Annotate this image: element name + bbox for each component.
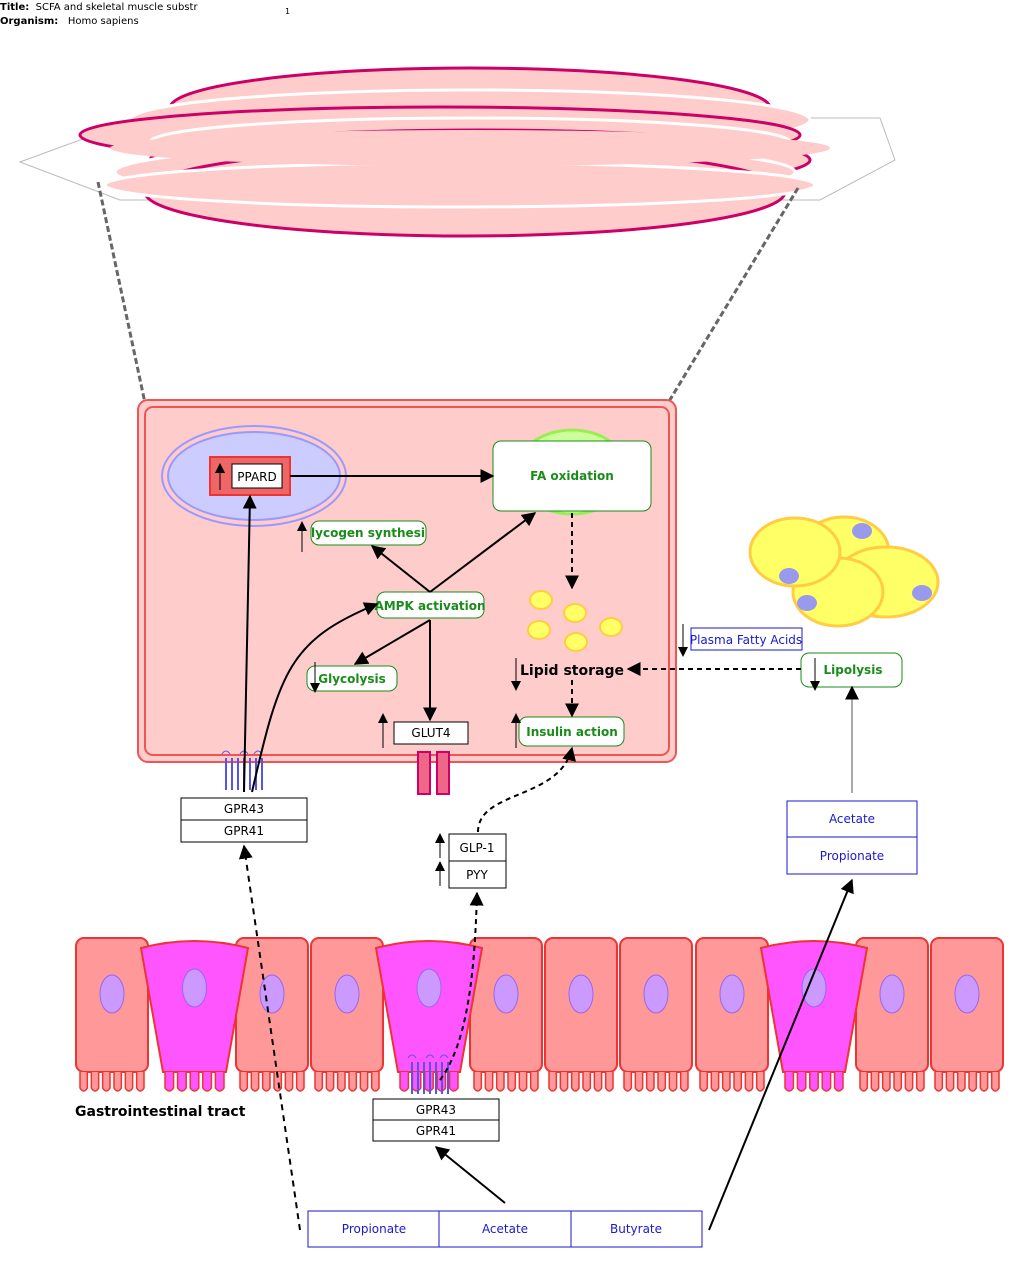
fa-oxidation-label: FA oxidation: [530, 469, 614, 483]
glycolysis-label: Glycolysis: [318, 672, 385, 686]
lipid-storage-label: Lipid storage: [520, 663, 624, 679]
title-value: SCFA and skeletal muscle substr: [35, 2, 198, 13]
glycolysis-box[interactable]: [306, 665, 398, 692]
lipolysis-label: Lipolysis: [824, 663, 883, 677]
gut-acetate-label: Acetate: [482, 1222, 528, 1236]
microvilli: [699, 1072, 765, 1092]
adipocyte-nucleus: [779, 568, 799, 584]
title-key: Title:: [0, 2, 30, 13]
adipose-tissue: [748, 515, 940, 628]
lipid-droplet: [599, 617, 623, 637]
microvilli: [473, 1072, 539, 1092]
microvilli: [164, 1072, 225, 1092]
gut-gpr41-box[interactable]: [372, 1119, 500, 1142]
propionate-to-muscle-gpr: [238, 844, 301, 1231]
gpr-to-ampk: [251, 602, 379, 793]
lipid-droplet: [529, 590, 553, 610]
cell-nucleus: [643, 974, 669, 1014]
cell-nucleus: [568, 974, 594, 1014]
organism-key: Organism:: [0, 16, 59, 27]
glycogen-synthesis-label: lycogen synthesi: [311, 526, 425, 540]
blood-propionate-label: Propionate: [820, 849, 884, 863]
ampk-to-glycolysis: [353, 619, 431, 665]
gpr-to-ppard: [242, 494, 257, 793]
muscle-gpr41-label: GPR41: [224, 824, 264, 838]
pyy-box[interactable]: [448, 860, 507, 889]
muscle-cell-inner-membrane: [144, 406, 670, 756]
acetate-to-gut-gpr: [434, 1146, 506, 1204]
cell-nucleus: [493, 974, 519, 1014]
interactions: [238, 469, 859, 1231]
microvilli: [239, 1072, 305, 1092]
gut-gpr-to-pyy: [439, 891, 484, 1081]
glut4-box[interactable]: [393, 721, 469, 745]
gut-butyrate-box[interactable]: [570, 1210, 703, 1248]
microvilli: [784, 1072, 844, 1092]
page-number: 1: [285, 7, 291, 16]
glp1-to-insulin: [477, 746, 576, 833]
lipid-droplet: [563, 603, 587, 623]
muscle-fiber-bundle: [18, 66, 896, 238]
pyy-label: PYY: [466, 868, 488, 882]
microvilli: [548, 1072, 614, 1092]
muscle-gpr41-box[interactable]: [180, 819, 308, 843]
ampk-to-glycogen: [370, 545, 431, 593]
title-line: Title: SCFA and skeletal muscle substr: [0, 2, 198, 13]
muscle-fiber-core: [110, 130, 830, 166]
microvilli: [623, 1072, 689, 1092]
ampk-activation-label: AMPK activation: [374, 599, 485, 613]
cell-nucleus: [99, 974, 125, 1014]
gut-butyrate-label: Butyrate: [610, 1222, 662, 1236]
lipid-droplet: [564, 632, 588, 652]
adipocyte: [748, 516, 842, 588]
gut-gpr41-label: GPR41: [416, 1124, 456, 1138]
glycogen-synthesis-box[interactable]: [310, 520, 427, 546]
cell-nucleus: [719, 974, 745, 1014]
plasma-fatty-acids-label: Plasma Fatty Acids: [690, 633, 802, 647]
glp1-label: GLP-1: [460, 841, 495, 855]
cell-nucleus: [801, 968, 827, 1008]
adipocyte-nucleus: [912, 585, 932, 601]
gut-propionate-label: Propionate: [342, 1222, 406, 1236]
butyrate-to-blood-scfa: [708, 878, 854, 1231]
gut-epithelium: [75, 937, 1004, 1092]
adipocyte-nucleus: [852, 523, 872, 539]
gi-tract-label: Gastrointestinal tract: [75, 1104, 246, 1120]
gpcr-gut-icon: [407, 1054, 449, 1094]
glut4-label: GLUT4: [411, 726, 450, 740]
ppard-box[interactable]: [231, 463, 283, 489]
insulin-action-label: Insulin action: [526, 725, 618, 739]
ampk-to-fa-oxidation: [429, 512, 537, 593]
glut4-transporter-left: [417, 751, 431, 795]
gut-gpr43-label: GPR43: [416, 1103, 456, 1117]
zoom-line-left: [96, 181, 147, 404]
ppard-label: PPARD: [237, 470, 277, 484]
glp1-box[interactable]: [448, 833, 507, 862]
lipid-droplets: [527, 590, 623, 652]
plasma-fatty-acids-box[interactable]: [690, 627, 803, 651]
glut4-transporter-right: [436, 751, 450, 795]
organism-line: Organism: Homo sapiens: [0, 16, 139, 27]
gut-propionate-box[interactable]: [307, 1210, 440, 1248]
microvilli: [314, 1072, 380, 1092]
adipocyte-nucleus: [797, 595, 817, 611]
cell-nucleus: [416, 968, 442, 1008]
cell-nucleus: [334, 974, 360, 1014]
cell-nucleus: [259, 974, 285, 1014]
cell-nucleus: [879, 974, 905, 1014]
microvilli: [859, 1072, 925, 1092]
zoom-line-right: [666, 187, 800, 404]
muscle-fiber-8: [103, 161, 817, 209]
microvilli: [79, 1072, 145, 1092]
muscle-gpr43-label: GPR43: [224, 802, 264, 816]
blood-propionate-box[interactable]: [786, 836, 918, 875]
lipid-droplet: [527, 620, 551, 640]
gut-acetate-box[interactable]: [438, 1210, 572, 1248]
microvilli: [934, 1072, 1000, 1092]
organism-value: Homo sapiens: [67, 16, 139, 27]
cell-nucleus: [182, 968, 207, 1008]
cell-nucleus: [954, 974, 980, 1014]
blood-acetate-label: Acetate: [829, 812, 875, 826]
